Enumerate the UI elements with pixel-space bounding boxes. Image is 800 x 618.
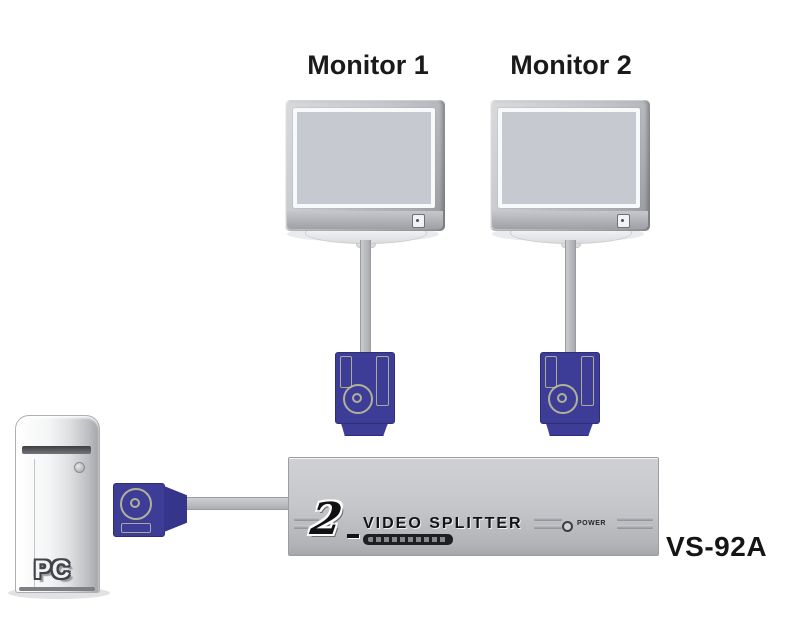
- monitor-screen: [297, 112, 431, 204]
- vga-connector-monitor-2-icon: [540, 352, 600, 436]
- splitter-brand-underscore: [347, 534, 359, 538]
- monitor-screen-frame: [498, 108, 640, 208]
- vga-cable-monitor-1: [360, 240, 371, 355]
- pc-case: [15, 415, 100, 593]
- monitor-power-button-icon: [412, 214, 425, 228]
- vga-cable-pc: [186, 497, 294, 510]
- monitor-2-graphic: [490, 100, 650, 250]
- splitter-tagline-badge: [363, 534, 453, 545]
- splitter-brand-numeral: 2: [307, 494, 346, 545]
- vga-connector-monitor-1-icon: [335, 352, 395, 436]
- splitter-brand-name: VIDEO SPLITTER: [363, 515, 523, 532]
- faceplate-stripe-right: [617, 517, 653, 529]
- vga-thumbscrew-icon: [548, 384, 578, 414]
- vga-connector-tab: [340, 356, 352, 388]
- pc-case-seam: [34, 459, 35, 587]
- vga-connector-plug: [341, 423, 388, 436]
- power-label: POWER: [577, 520, 606, 527]
- pc-drive-slot: [22, 446, 91, 454]
- monitor-screen: [502, 112, 636, 204]
- monitor-screen-frame: [293, 108, 435, 208]
- pc-label: PC: [34, 556, 71, 584]
- monitor-control-strip: [287, 211, 443, 229]
- power-led-icon: [562, 521, 573, 532]
- faceplate-stripe-middle: [534, 517, 562, 529]
- model-number-label: VS-92A: [666, 531, 768, 562]
- pc-stand: [19, 587, 95, 591]
- monitor-2-label: Monitor 2: [510, 50, 632, 80]
- monitor-control-strip: [492, 211, 648, 229]
- vga-thumbscrew-icon: [343, 384, 373, 414]
- faceplate-stripe-left: [294, 517, 319, 529]
- video-splitter-box: 2 VIDEO SPLITTER POWER: [288, 457, 659, 556]
- monitor-bezel: [490, 100, 650, 231]
- monitor-power-button-icon: [617, 214, 630, 228]
- vga-connector-plug: [546, 423, 593, 436]
- pc-tower-graphic: PC: [15, 415, 100, 593]
- vga-thumbscrew-icon: [120, 488, 152, 520]
- monitor-1-graphic: [285, 100, 445, 250]
- vga-connector-pc-icon: [113, 481, 189, 537]
- vga-connector-plug: [164, 486, 187, 532]
- vga-connector-tab: [545, 356, 557, 388]
- vga-connector-tab: [121, 523, 151, 533]
- vga-connector-tab: [581, 356, 594, 406]
- pc-power-button-icon: [74, 462, 85, 473]
- vga-connector-tab: [376, 356, 389, 406]
- monitor-1-label: Monitor 1: [307, 50, 429, 80]
- monitor-bezel: [285, 100, 445, 231]
- vga-cable-monitor-2: [565, 240, 576, 355]
